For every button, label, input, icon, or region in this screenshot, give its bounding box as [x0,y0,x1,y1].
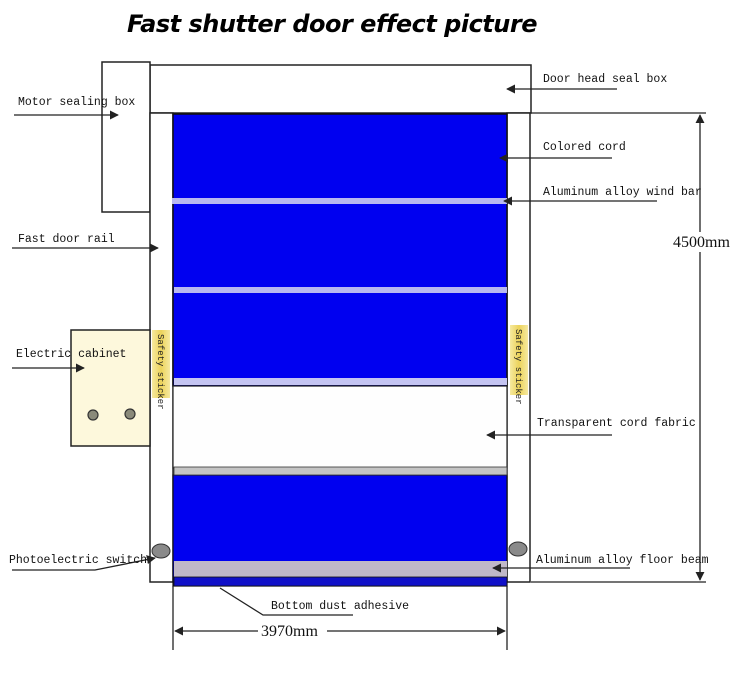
label-electric-cabinet: Electric cabinet [16,348,126,361]
curtain-panel-top [172,113,508,387]
dimension-width: 3970mm [261,623,318,640]
safety-sticker-right [510,325,528,395]
label-transparent-cord-fabric: Transparent cord fabric [537,417,696,430]
photoelectric-switch-left [151,543,171,559]
label-photoelectric-switch: Photoelectric switch [9,554,147,567]
label-colored-cord: Colored cord [543,141,626,154]
motor-sealing-box [101,61,151,213]
door-head-seal-box [149,64,532,114]
transparent-bottom-bar [173,466,508,476]
dimension-height: 4500mm [673,234,730,251]
label-bottom-dust-adhesive: Bottom dust adhesive [271,600,409,613]
safety-sticker-left [152,330,170,398]
cabinet-button-2 [124,408,136,420]
label-aluminum-wind-bar: Aluminum alloy wind bar [543,186,702,199]
wind-bar-1 [172,198,507,204]
wind-bar-2 [174,287,507,293]
wind-bar-3 [174,378,507,385]
safety-sticker-left-text: Safety sticker [155,334,165,410]
diagram-title: Fast shutter door effect picture [127,10,537,38]
cabinet-button-1 [87,409,99,421]
transparent-panel [172,385,508,469]
floor-beam [174,561,507,577]
label-fast-door-rail: Fast door rail [18,233,115,246]
electric-cabinet [70,329,151,447]
label-motor-sealing-box: Motor sealing box [18,96,135,109]
label-door-head-seal-box: Door head seal box [543,73,667,86]
label-aluminum-floor-beam: Aluminum alloy floor beam [536,554,709,567]
safety-sticker-right-text: Safety sticker [513,329,523,405]
bottom-dust-adhesive [173,576,508,587]
photoelectric-switch-right [508,541,528,557]
